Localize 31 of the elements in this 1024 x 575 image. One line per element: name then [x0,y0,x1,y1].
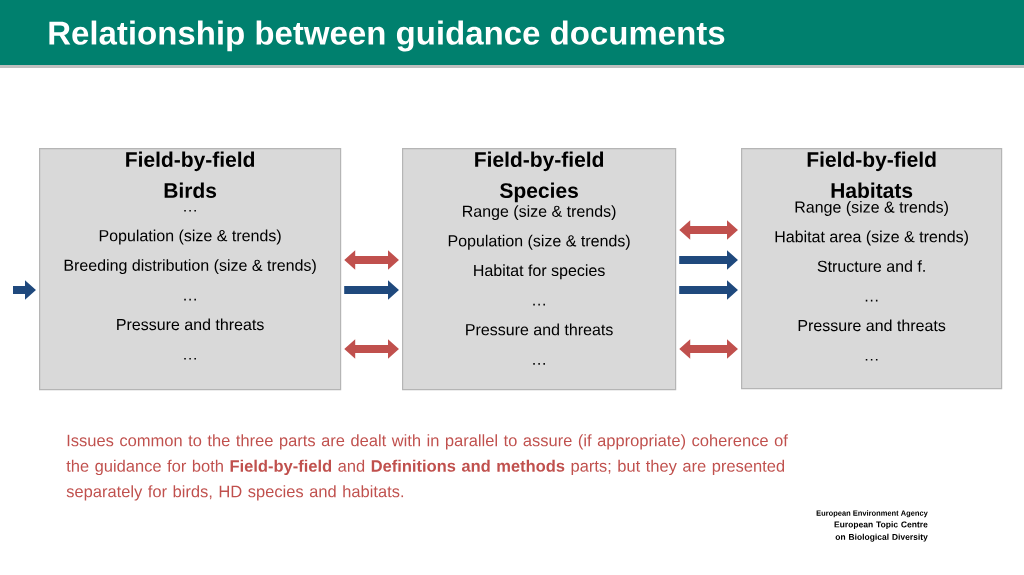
box-line: Breeding distribution (size & trends) [64,259,316,275]
box-line: Pressure and threats [798,319,946,332]
box-line: Structure and f. [817,260,925,272]
box-heading: Field-by-field Habitats [807,151,936,198]
box-line: Habitat area (size & trends) [775,230,968,246]
double-arrow [679,339,738,359]
box-line: Habitat for species [474,264,605,280]
box-line: Pressure and threats [117,318,264,331]
agency-name: European Topic Centre on Biological Diversity [834,521,928,542]
box-line: … [533,363,545,365]
box-line: … [184,209,196,212]
double-arrow [344,250,399,270]
box-line: … [533,303,545,306]
box-line: Range (size & trends) [795,201,948,216]
field-box [39,148,342,391]
note-text: Issues common to the three parts are dealt with in parallel to assure (if appropriate) coherence of the guidance for both Field-by-field and Definitions and methods parts; but they are presented separately for birds, HD species and habitats. [66,434,788,501]
field-box [741,148,1003,390]
box-line: … [184,298,196,301]
box-heading: Field-by-field Birds [126,151,255,198]
box-line: … [865,358,878,361]
box-line: Range (size & trends) [463,205,616,221]
box-line: Pressure and threats [466,323,613,336]
field-box [402,148,677,391]
box-line: Population (size & trends) [448,234,630,250]
box-line: … [184,357,196,360]
double-arrow [344,339,399,359]
title: Relationship between guidance documents [49,20,725,52]
box-line: Population (size & trends) [99,229,281,245]
box-heading: Field-by-field Species [475,151,604,203]
double-arrow [679,220,738,240]
box-line: … [865,299,878,302]
